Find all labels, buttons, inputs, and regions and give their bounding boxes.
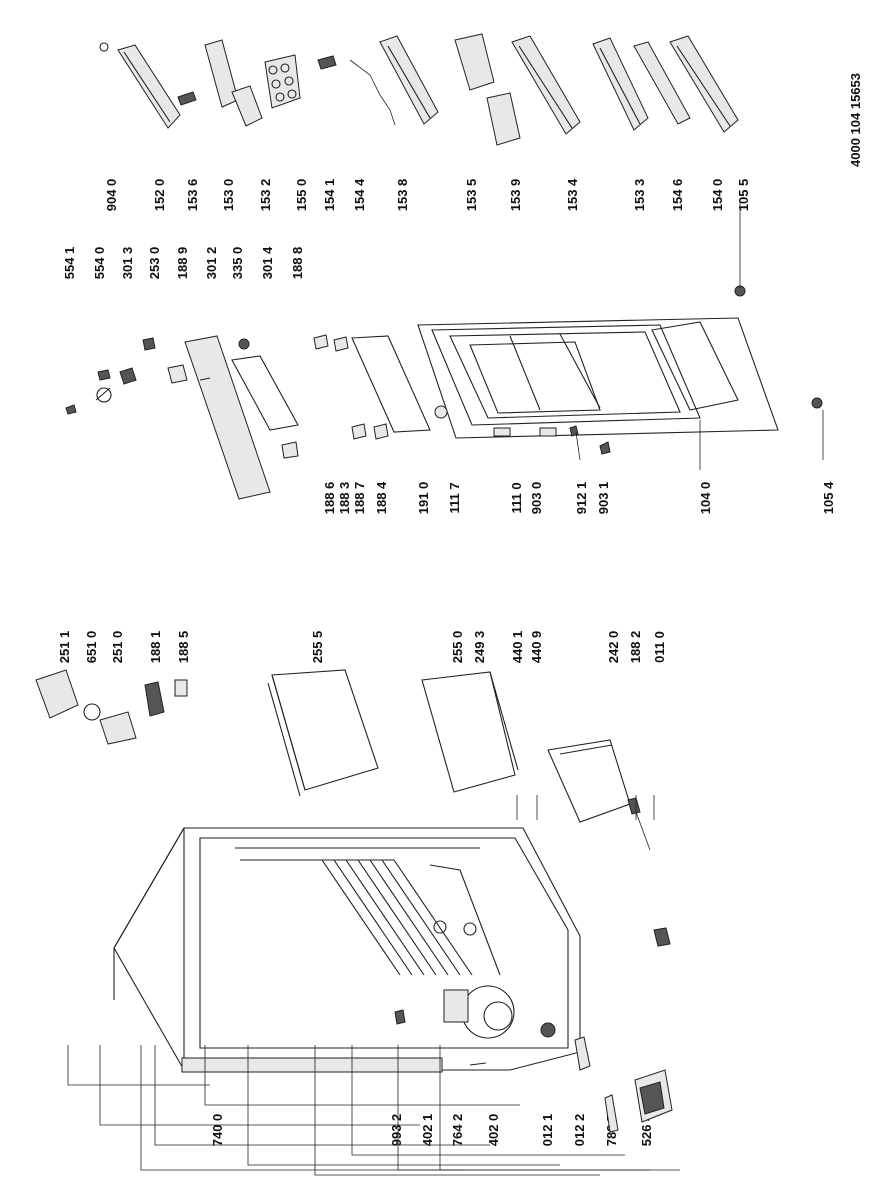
part-number-label: 153 2 xyxy=(258,179,273,212)
part-number-label: 153 9 xyxy=(508,179,523,212)
part-number-label: 440 9 xyxy=(529,631,544,664)
part-number-label: 251 1 xyxy=(57,631,72,664)
part-number-label: 153 4 xyxy=(565,178,580,211)
top-middle-part-labels: 554 1 554 0 301 3 253 0 188 9 301 2 335 0 301 4… xyxy=(62,246,305,279)
part-number-label: 152 0 xyxy=(152,179,167,212)
part-number-label: 255 0 xyxy=(450,631,465,664)
part-number-label: 554 1 xyxy=(62,247,77,280)
part-number-label: 903 1 xyxy=(596,482,611,515)
part-number-label: 153 5 xyxy=(464,179,479,212)
part-number-label: 104 0 xyxy=(698,482,713,515)
part-number-label: 440 1 xyxy=(510,631,525,664)
cabinet-drawing xyxy=(113,827,673,1133)
part-number-label: 111 0 xyxy=(509,482,524,513)
part-number-label: 335 0 xyxy=(230,247,245,280)
part-number-label: 301 4 xyxy=(260,246,275,279)
part-number-label: 105 5 xyxy=(736,179,751,212)
part-number-label: 255 5 xyxy=(310,631,325,664)
part-number-label: 651 0 xyxy=(84,631,99,664)
part-number-label: 111 7 xyxy=(447,482,462,513)
part-number-label: 554 0 xyxy=(92,247,107,280)
part-number-label: 188 1 xyxy=(148,631,163,664)
part-number-label: 105 4 xyxy=(821,481,836,514)
part-number-label: 188 3 xyxy=(337,482,352,515)
part-number-label: 402 0 xyxy=(486,1114,501,1147)
part-number-label: 993 2 xyxy=(389,1114,404,1147)
part-number-label: 188 5 xyxy=(176,631,191,664)
part-number-label: 903 0 xyxy=(529,482,544,515)
part-number-label: 153 0 xyxy=(221,179,236,212)
part-number-label: 153 8 xyxy=(395,179,410,212)
part-number-label: 188 7 xyxy=(352,482,367,515)
part-number-label: 251 0 xyxy=(110,631,125,664)
part-number-label: 249 3 xyxy=(472,631,487,664)
part-number-label: 153 3 xyxy=(632,179,647,212)
door-shelves-drawing xyxy=(99,33,739,146)
part-number-label: 154 6 xyxy=(670,179,685,212)
part-number-label: 188 6 xyxy=(322,482,337,515)
control-panel-drawing xyxy=(65,285,823,500)
part-number-label: 253 0 xyxy=(147,247,162,280)
part-number-label: 012 1 xyxy=(540,1114,555,1147)
part-number-label: 242 0 xyxy=(606,631,621,664)
top-right-part-labels: 904 0 152 0 153 6 153 0 153 2 155 0 154 1 154 4… xyxy=(104,178,751,211)
freezer-door-drawing xyxy=(351,317,779,439)
part-number-label: 188 8 xyxy=(290,247,305,280)
part-number-label: 155 0 xyxy=(294,179,309,212)
part-number-label: 191 0 xyxy=(416,482,431,515)
part-number-label: 188 4 xyxy=(374,481,389,514)
part-number-label: 740 0 xyxy=(210,1114,225,1147)
part-number-label: 154 0 xyxy=(710,179,725,212)
part-number-label: 402 1 xyxy=(420,1114,435,1147)
shelves-drawing xyxy=(35,669,671,947)
document-number: 4000 104 15653 xyxy=(848,73,863,167)
leader-lines xyxy=(67,200,824,1176)
part-number-label: 188 2 xyxy=(628,631,643,664)
part-number-label: 011 0 xyxy=(652,631,667,663)
upper-left-part-labels: 251 1 651 0 251 0 188 1 188 5 255 5 255 0 249 3… xyxy=(57,631,667,664)
part-number-label: 153 6 xyxy=(185,179,200,212)
part-number-label: 154 4 xyxy=(352,178,367,211)
part-number-label: 012 2 xyxy=(572,1114,587,1147)
part-number-label: 154 1 xyxy=(322,179,337,212)
part-number-label: 912 1 xyxy=(574,482,589,515)
part-number-label: 904 0 xyxy=(104,179,119,212)
part-number-label: 764 2 xyxy=(450,1114,465,1147)
part-number-label: 188 9 xyxy=(175,247,190,280)
part-number-label: 301 2 xyxy=(204,247,219,280)
part-number-label: 301 3 xyxy=(120,247,135,280)
